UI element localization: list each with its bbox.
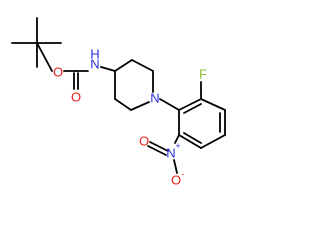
molecule-structure-diagram: O O N H N F N + O O - — [11, 17, 226, 188]
nitro-positive-charge: + — [175, 141, 180, 151]
bond-nitrogen-to-ring — [100, 66, 116, 72]
bond-ring-n-to-aryl — [159, 98, 180, 111]
bond-ring-c4-c3 — [114, 59, 133, 72]
bond-aryl-c1-c2 — [178, 98, 202, 111]
atom-fluorine: F — [199, 67, 207, 82]
atom-nitro-oxygen-double: O — [139, 134, 149, 149]
bond-aryl-c4-c5 — [200, 134, 226, 149]
bond-nitro-n-to-o-double-b — [147, 145, 167, 156]
bond-aryl-inner-c5-c6 — [183, 132, 202, 144]
atom-labels: O O N H N F N + O O - — [53, 47, 207, 188]
atom-carbamate-oxygen: O — [53, 65, 63, 80]
atom-amide-hydrogen: H — [90, 47, 99, 62]
bond-aryl-c2-c3 — [200, 98, 226, 111]
bond-aryl-inner-c1-c2 — [183, 103, 202, 114]
bond-ring-c6-c5 — [114, 98, 132, 111]
bond-nitro-n-to-o-single — [173, 159, 178, 174]
atom-piperidine-nitrogen: N — [150, 91, 159, 106]
bond-skeleton — [11, 17, 226, 174]
bond-tbu-to-oxygen — [36, 42, 53, 72]
atom-nitro-oxygen-single: O — [171, 173, 181, 188]
atom-amide-nitrogen: N — [90, 57, 99, 72]
bond-ring-n1-c6 — [130, 101, 150, 111]
bond-aryl-to-nitro-nitrogen — [174, 134, 180, 144]
nitro-negative-charge: - — [182, 169, 185, 179]
atom-carbonyl-oxygen: O — [71, 90, 81, 105]
atom-nitro-nitrogen: N — [166, 146, 175, 161]
bond-nitro-n-to-o-double-a — [149, 141, 169, 152]
bond-aryl-c5-c6 — [178, 134, 202, 149]
bond-ring-c3-c2 — [131, 59, 154, 72]
